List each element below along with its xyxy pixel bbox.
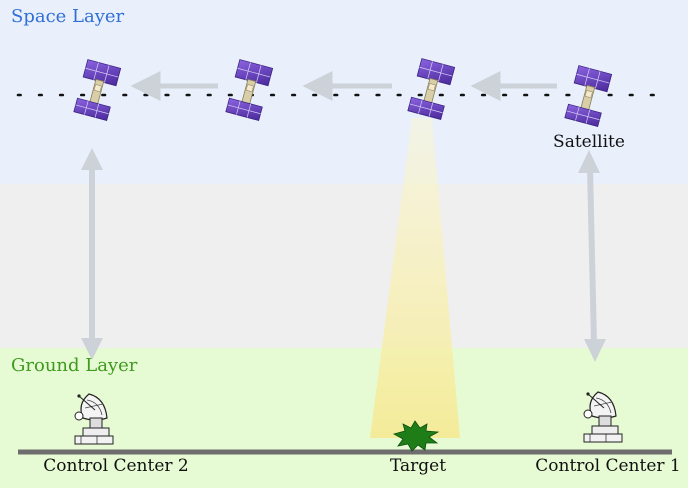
control-center-2-label: Control Center 2 [43,456,189,476]
observation-beam [370,118,460,438]
satellite-label: Satellite [553,132,625,152]
ground-layer-band [0,348,688,488]
target-label: Target [389,456,447,476]
space-layer-band [0,0,688,185]
satellite-icon [225,59,274,121]
uplink-arrow-right [578,150,606,362]
satellite-dish-icon [74,393,114,445]
space-layer-title: Space Layer [11,6,125,27]
target-burst-icon [392,420,440,452]
ground-layer-title: Ground Layer [11,355,138,376]
control-center-1-label: Control Center 1 [535,456,681,476]
satellite-icon [407,58,456,120]
satellite-icon [73,59,122,121]
satellite-dish-icon [583,391,623,443]
uplink-arrow-left [81,148,103,360]
middle-band [0,184,688,349]
satellite-icon [564,65,613,127]
